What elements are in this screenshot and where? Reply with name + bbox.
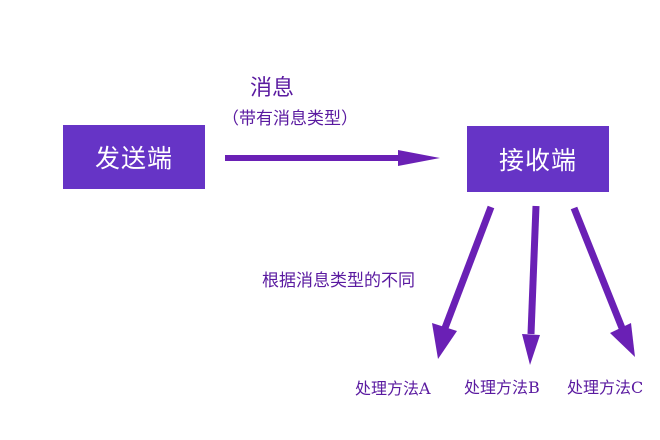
sender-box: 发送端 — [63, 125, 205, 189]
handler-b-label: 处理方法B — [464, 378, 540, 397]
handler-b-arrow — [522, 205, 540, 365]
receiver-box: 接收端 — [467, 126, 609, 192]
message-subtitle: （带有消息类型） — [222, 109, 358, 129]
message-arrow — [225, 150, 440, 166]
handler-c-label: 处理方法C — [567, 378, 644, 397]
handler-a-label: 处理方法A — [355, 379, 431, 398]
handler-a-arrow — [432, 205, 495, 359]
sender-label: 发送端 — [94, 144, 173, 173]
receiver-label: 接收端 — [498, 146, 577, 175]
dispatch-label: 根据消息类型的不同 — [262, 271, 415, 291]
handler-c-arrow — [570, 206, 635, 357]
message-title: 消息 — [250, 76, 295, 101]
